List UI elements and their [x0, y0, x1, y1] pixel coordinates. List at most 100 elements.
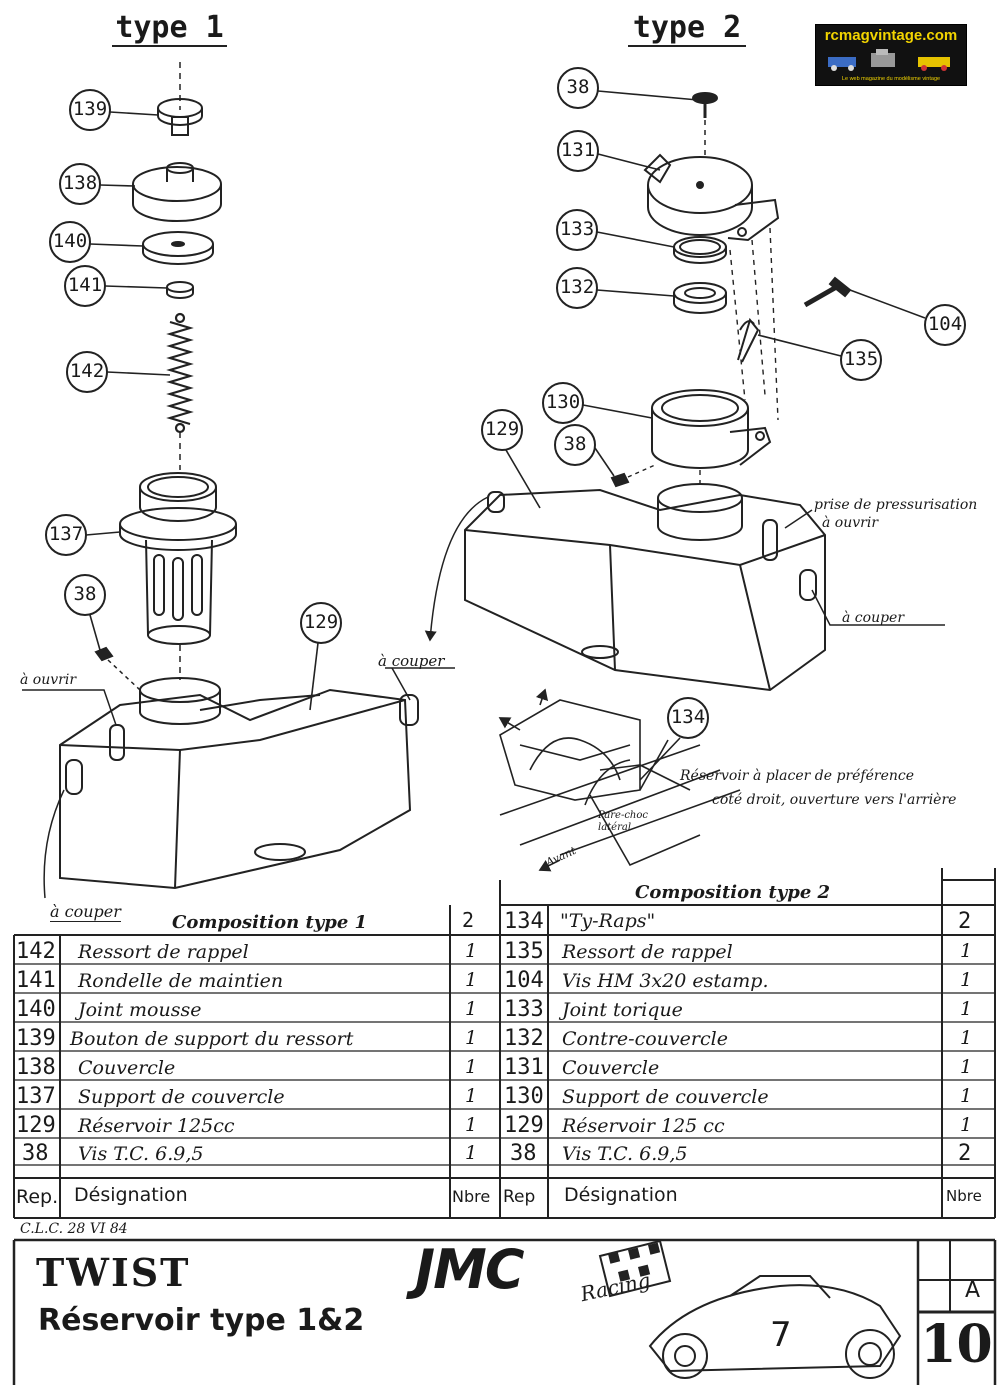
row-qty: 1	[960, 1056, 973, 1078]
part-139-knob	[157, 98, 203, 136]
row-qty: 1	[465, 1085, 478, 1107]
row-qty: 2	[958, 909, 972, 934]
row-designation: Vis T.C. 6.9,5	[78, 1143, 204, 1165]
row-designation: Contre-couvercle	[562, 1028, 728, 1050]
callout-131: 131	[560, 139, 596, 161]
callout-132: 132	[559, 276, 595, 298]
row-designation: Réservoir 125 cc	[562, 1115, 725, 1137]
table2-col-nbre: Nbre	[946, 1187, 982, 1205]
note-pressurisation-ouvrir: à ouvrir	[822, 515, 879, 531]
row-ref: 141	[16, 968, 56, 993]
row-ref: 135	[504, 939, 544, 964]
revision-letter: A	[964, 1278, 981, 1303]
row-ref: 138	[16, 1055, 56, 1080]
row-ref: 142	[16, 939, 56, 964]
row-designation: Bouton de support du ressort	[70, 1028, 354, 1050]
callout-38-t2-top: 38	[566, 76, 590, 98]
row-qty: 2	[958, 1141, 972, 1166]
row-qty: 1	[960, 1027, 973, 1049]
row-qty: 1	[465, 1056, 478, 1078]
table1-col-nbre: Nbre	[452, 1187, 491, 1206]
row-designation: Vis HM 3x20 estamp.	[562, 970, 769, 992]
buggy-illustration: 7	[598, 1239, 902, 1379]
row-ref: 140	[16, 997, 56, 1022]
part-38-screw-type2-top	[692, 92, 718, 118]
table2-col-rep: Rep	[503, 1187, 536, 1207]
row-ref: 133	[504, 997, 544, 1022]
tank-type1	[59, 677, 419, 890]
part-132-counter-cover	[673, 282, 727, 314]
table1-header-qty: 2	[462, 908, 475, 932]
note-parechoc-lateral: latéral	[598, 822, 632, 833]
row-designation: Support de couvercle	[78, 1086, 285, 1108]
callout-38-t2-side: 38	[563, 433, 587, 455]
site-logo[interactable]: rcmagvintage.com Le web magazine du modé…	[815, 24, 967, 86]
row-ref: 104	[504, 968, 544, 993]
row-qty: 1	[960, 969, 973, 991]
part-140-foam-seal	[142, 231, 214, 265]
callout-140: 140	[52, 230, 88, 252]
note-reservoir-placement: Réservoir à placer de préférence	[680, 768, 915, 784]
row-ref: 132	[504, 1026, 544, 1051]
part-130-cover-support	[651, 389, 772, 469]
row-designation: Joint mousse	[78, 999, 202, 1021]
table1-col-designation: Désignation	[74, 1184, 188, 1206]
table1-col-rep: Rep.	[16, 1186, 59, 1208]
row-designation: Vis T.C. 6.9,5	[562, 1143, 688, 1165]
part-137-cover-support	[119, 472, 237, 645]
part-104-screw	[803, 276, 852, 308]
row-qty: 1	[465, 1114, 478, 1136]
note-couper-t1-top: à couper	[378, 652, 445, 670]
callout-38-t1: 38	[73, 583, 97, 605]
row-qty: 1	[465, 1142, 478, 1164]
row-designation: Joint torique	[562, 999, 683, 1021]
type2-heading: type 2	[628, 10, 746, 47]
row-qty: 1	[465, 998, 478, 1020]
row-qty: 1	[465, 1027, 478, 1049]
row-qty: 1	[960, 998, 973, 1020]
row-ref: 131	[504, 1055, 544, 1080]
svg-text:7: 7	[770, 1315, 792, 1355]
callout-129-t2: 129	[484, 418, 520, 440]
row-qty: 1	[960, 1114, 973, 1136]
row-ref: 129	[16, 1113, 56, 1138]
callout-134: 134	[670, 706, 706, 728]
callout-137: 137	[48, 523, 84, 545]
product-name: TWIST	[36, 1250, 191, 1295]
mounting-sketch	[498, 688, 741, 872]
drawing-subtitle: Réservoir type 1&2	[38, 1303, 365, 1338]
row-designation: Support de couvercle	[562, 1086, 769, 1108]
callout-142: 142	[69, 360, 105, 382]
row-qty: 1	[465, 969, 478, 991]
tank-type2	[464, 483, 826, 692]
table2-col-designation: Désignation	[564, 1184, 678, 1206]
row-ref: 134	[504, 909, 544, 934]
callout-139: 139	[72, 98, 108, 120]
note-pressurisation: prise de pressurisation	[814, 497, 978, 513]
row-designation: Ressort de rappel	[562, 941, 733, 963]
row-qty: 1	[960, 1085, 973, 1107]
note-ouvrir-t1: à ouvrir	[20, 672, 77, 688]
row-ref: 38	[22, 1141, 49, 1166]
callout-138: 138	[62, 172, 98, 194]
part-141-washer	[166, 281, 194, 299]
drawing-date: C.L.C. 28 VI 84	[20, 1221, 128, 1237]
note-parechoc: Pare-choc	[598, 810, 648, 821]
callout-130: 130	[545, 391, 581, 413]
cars-icon	[828, 49, 950, 71]
row-qty: 1	[465, 940, 478, 962]
row-designation: Rondelle de maintien	[78, 970, 284, 992]
row-ref: 38	[510, 1141, 537, 1166]
note-reservoir-orientation: coté droit, ouverture vers l'arrière	[712, 792, 957, 808]
row-ref: 129	[504, 1113, 544, 1138]
row-designation: "Ty-Raps"	[560, 910, 656, 932]
part-38-screw-type2-side	[610, 464, 656, 488]
row-ref: 137	[16, 1084, 56, 1109]
note-couper-t1-bottom: à couper	[50, 902, 121, 922]
callout-133: 133	[559, 218, 595, 240]
callout-135: 135	[843, 348, 879, 370]
part-138-cover	[132, 162, 222, 222]
part-135-spring	[737, 317, 760, 363]
